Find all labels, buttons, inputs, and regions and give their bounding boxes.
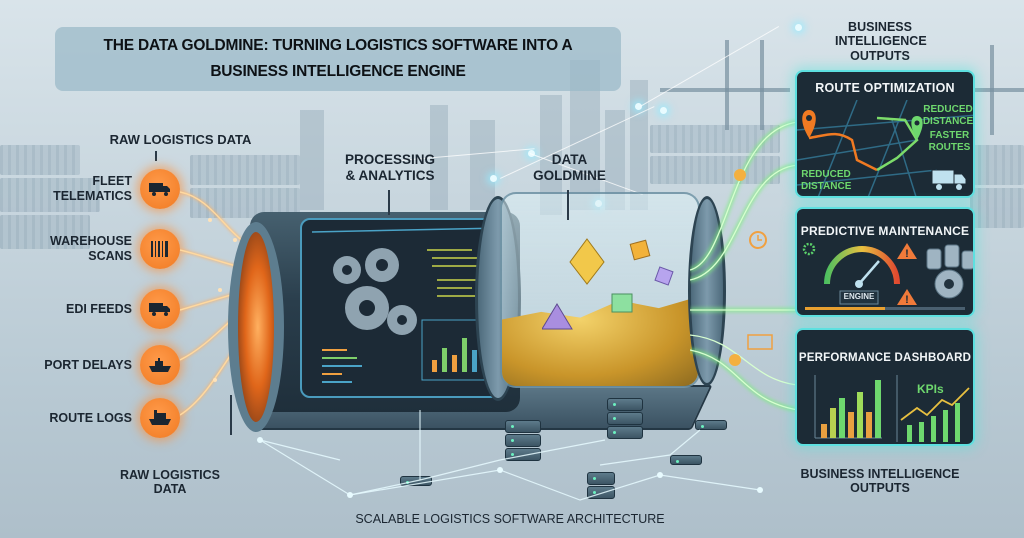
ship-icon	[140, 345, 180, 385]
bi-heading-line: INTELLIGENCE	[835, 34, 927, 49]
processing-tick	[388, 190, 390, 215]
truck-icon	[931, 169, 967, 190]
source-label: PORT DELAYS	[44, 357, 132, 372]
gem-icons	[542, 238, 674, 330]
tag-line: DISTANCE	[922, 115, 974, 127]
route-optimization-panel: ROUTE OPTIMIZATION REDUCED DISTANCE FAST…	[795, 70, 975, 198]
kpi-label: KPIs	[917, 382, 944, 396]
raw-data-bottom-label: RAW LOGISTICS DATA	[115, 468, 225, 497]
gauge-label: ENGINE	[843, 292, 875, 301]
analytics-screen	[300, 218, 505, 398]
warning-icon: !	[897, 243, 917, 260]
route-optimization-title: ROUTE OPTIMIZATION	[815, 81, 955, 95]
faster-routes-tag: FASTER ROUTES	[922, 130, 973, 153]
raw-data-bottom-tick	[230, 395, 232, 435]
processing-label: PROCESSING & ANALYTICS	[325, 152, 455, 183]
svg-text:!: !	[905, 248, 909, 260]
barcode-icon	[140, 229, 180, 269]
truck-icon	[140, 169, 180, 209]
kpi-bar-chart	[814, 375, 970, 442]
map-pin-orange-icon	[802, 110, 816, 138]
processing-label-line: PROCESSING	[344, 152, 436, 167]
processing-label-line: & ANALYTICS	[345, 167, 435, 183]
raw-data-tick	[155, 151, 157, 161]
source-label: WAREHOUSE	[50, 234, 132, 248]
tag-line: DISTANCE	[801, 180, 852, 192]
source-label: TELEMATICS	[53, 189, 132, 203]
truck-icon	[140, 289, 180, 329]
bi-bottom-line: BUSINESS INTELLIGENCE	[800, 467, 960, 481]
engine-icon	[926, 244, 973, 299]
predictive-maintenance-title: PREDICTIVE MAINTENANCE	[800, 224, 970, 238]
title-line-1: THE DATA GOLDMINE: TURNING LOGISTICS SOF…	[103, 37, 573, 54]
raw-data-bottom-line: DATA	[153, 482, 187, 497]
tag-line: REDUCED	[923, 104, 973, 115]
goldmine-label-line: DATA	[551, 152, 588, 167]
svg-text:!: !	[905, 294, 909, 306]
reduced-distance-tag-2: REDUCED DISTANCE	[801, 169, 851, 192]
network-lines	[257, 410, 763, 501]
predictive-maintenance-panel: PREDICTIVE MAINTENANCE ! ! ENGINE	[795, 207, 975, 317]
route-map	[797, 100, 973, 196]
source-port-delays: PORT DELAYS	[0, 345, 180, 385]
engine-gauge: ! !	[802, 242, 973, 310]
performance-dashboard-panel: PERFORMANCE DASHBOARD KPIs	[795, 328, 975, 446]
source-label: EDI FEEDS	[66, 301, 132, 316]
cargo-ship-icon	[140, 398, 180, 438]
source-route-logs: ROUTE LOGS	[0, 398, 180, 438]
source-label: SCANS	[88, 249, 132, 263]
performance-dashboard-title: PERFORMANCE DASHBOARD	[798, 352, 972, 364]
title-line-2: BUSINESS INTELLIGENCE ENGINE	[210, 63, 466, 80]
goldmine-tick	[567, 190, 569, 220]
source-edi-feeds: EDI FEEDS	[0, 289, 180, 329]
bi-outputs-heading: BUSINESS INTELLIGENCE OUTPUTS	[835, 20, 927, 63]
bi-heading-line: BUSINESS	[848, 20, 912, 34]
tag-line: ROUTES	[928, 141, 971, 153]
architecture-label: SCALABLE LOGISTICS SOFTWARE ARCHITECTURE	[355, 512, 665, 526]
reduced-distance-tag: REDUCED DISTANCE	[919, 104, 974, 127]
warning-icon: !	[897, 289, 917, 306]
tag-line: FASTER	[929, 130, 970, 141]
bi-bottom-line: OUTPUTS	[850, 481, 910, 496]
bi-heading-line: OUTPUTS	[850, 48, 910, 63]
bi-outputs-bottom-label: BUSINESS INTELLIGENCE OUTPUTS	[780, 467, 980, 496]
message-icon	[747, 334, 773, 350]
raw-data-bottom-line: RAW LOGISTICS	[120, 468, 220, 482]
data-goldmine-chamber	[500, 192, 700, 388]
raw-data-heading: RAW LOGISTICS DATA	[109, 132, 252, 147]
source-label: FLEET	[92, 174, 132, 188]
clock-icon	[749, 231, 767, 249]
source-label: ROUTE LOGS	[49, 410, 132, 425]
tag-line: REDUCED	[801, 169, 851, 180]
title-banner: THE DATA GOLDMINE: TURNING LOGISTICS SOF…	[55, 27, 621, 91]
gear-icon	[802, 242, 816, 256]
goldmine-label-line: GOLDMINE	[533, 167, 606, 183]
map-pin-green-icon	[911, 116, 923, 140]
bi-output-flow-arrows	[690, 120, 799, 412]
goldmine-label: DATA GOLDMINE	[532, 152, 607, 183]
pipe-intake	[228, 222, 284, 432]
